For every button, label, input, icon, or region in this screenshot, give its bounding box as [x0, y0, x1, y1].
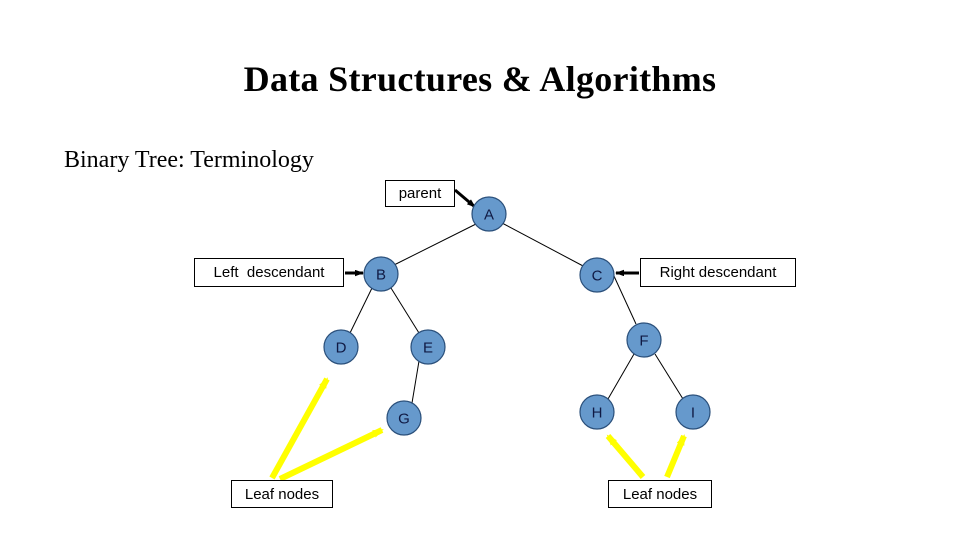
tree-node-i[interactable]: I: [675, 394, 711, 430]
page-title: Data Structures & Algorithms: [243, 59, 717, 99]
tree-nodes: A B C D E F G: [323, 196, 711, 436]
callout-left-descendant: Left descendant: [194, 258, 344, 287]
node-circle-d[interactable]: [323, 329, 359, 365]
leaf-arrow-to-i: [664, 434, 687, 479]
node-label-a: A: [484, 207, 494, 224]
callout-leaf-nodes-right: Leaf nodes: [608, 480, 712, 508]
tree-node-f[interactable]: F: [626, 322, 662, 358]
node-circle-b[interactable]: [363, 256, 399, 292]
edge-e-g: [411, 360, 420, 404]
node-label-e: E: [423, 340, 433, 357]
tree-edges: [349, 222, 684, 404]
callout-arrows: [345, 188, 639, 277]
edge-a-b: [393, 223, 477, 266]
node-label-i: I: [691, 405, 695, 422]
tree-node-b[interactable]: B: [363, 256, 399, 292]
node-label-g: G: [398, 411, 410, 428]
edge-b-d: [349, 287, 373, 334]
slide-subtitle: Binary Tree: Terminology: [64, 147, 314, 173]
tree-node-h[interactable]: H: [579, 394, 615, 430]
node-label-b: B: [376, 267, 386, 284]
tree-node-g[interactable]: G: [386, 400, 422, 436]
node-circle-g[interactable]: [386, 400, 422, 436]
node-label-h: H: [592, 405, 603, 422]
tree-node-c[interactable]: C: [579, 257, 615, 293]
callout-parent: parent: [385, 180, 455, 207]
node-circle-i[interactable]: [675, 394, 711, 430]
tree-node-e[interactable]: E: [410, 329, 446, 365]
edge-f-h: [607, 353, 635, 400]
node-label-c: C: [592, 268, 603, 285]
node-circle-c[interactable]: [579, 257, 615, 293]
tree-node-a[interactable]: A: [471, 196, 507, 232]
callout-right-descendant: Right descendant: [640, 258, 796, 287]
node-circle-a[interactable]: [471, 196, 507, 232]
highlight-arrows: [269, 377, 687, 482]
parent-arrow: [454, 188, 476, 209]
leaf-arrow-to-g: [278, 427, 384, 482]
edge-a-c: [501, 222, 586, 268]
node-label-f: F: [639, 333, 648, 350]
edge-f-i: [654, 353, 684, 400]
node-circle-h[interactable]: [579, 394, 615, 430]
node-circle-e[interactable]: [410, 329, 446, 365]
leaf-arrow-to-h: [605, 434, 646, 479]
node-circle-f[interactable]: [626, 322, 662, 358]
leaf-arrow-to-d: [269, 377, 330, 480]
tree-node-d[interactable]: D: [323, 329, 359, 365]
node-label-d: D: [336, 340, 347, 357]
edge-b-e: [390, 287, 420, 334]
callout-leaf-nodes-left: Leaf nodes: [231, 480, 333, 508]
